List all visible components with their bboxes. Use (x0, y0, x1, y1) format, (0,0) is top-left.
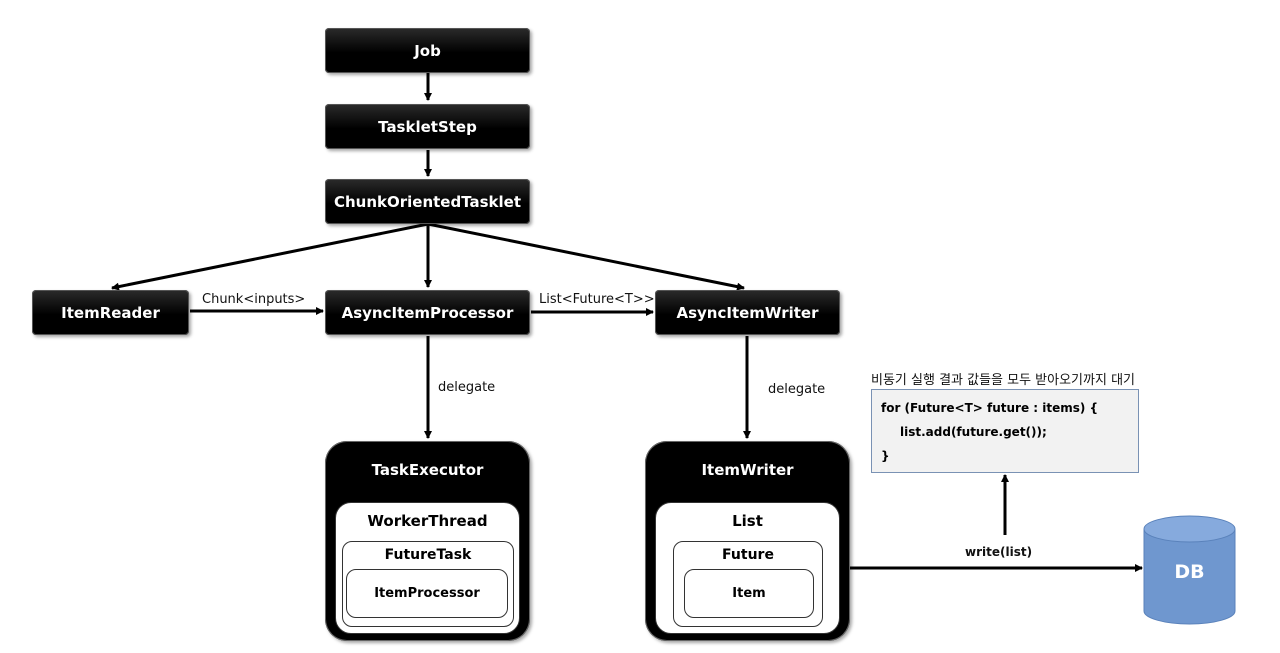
future-box: Future Item (673, 541, 823, 627)
code-line-1: for (Future<T> future : items) { (881, 401, 1099, 415)
worker-thread-box: WorkerThread FutureTask ItemProcessor (335, 502, 520, 634)
async-item-processor-label: AsyncItemProcessor (341, 303, 514, 322)
item-writer-title: ItemWriter (701, 461, 794, 479)
chunk-oriented-tasklet-box: ChunkOrientedTasklet (325, 179, 530, 224)
db-label: DB (1174, 561, 1205, 583)
future-task-label: FutureTask (384, 547, 472, 563)
chunk-inputs-label: Chunk<inputs> (202, 292, 306, 307)
delegate-left-label: delegate (438, 380, 496, 395)
code-line-2: list.add(future.get()); (900, 425, 1047, 439)
delegate-right-label: delegate (768, 382, 826, 397)
list-future-label: List<Future<T>> (539, 292, 655, 307)
item-reader-box: ItemReader (32, 290, 189, 335)
item-writer-container: ItemWriter List Future Item (645, 441, 850, 641)
taskletstep-box: TaskletStep (325, 104, 530, 149)
job-box: Job (325, 28, 530, 73)
code-line-3: } (881, 449, 890, 463)
taskletstep-label: TaskletStep (378, 117, 477, 136)
item-reader-label: ItemReader (61, 303, 160, 322)
future-task-box: FutureTask ItemProcessor (342, 541, 514, 627)
worker-thread-label: WorkerThread (367, 512, 488, 530)
note-caption: 비동기 실행 결과 값들을 모두 받아오기까지 대기 (871, 373, 1135, 388)
item-processor-label: ItemProcessor (374, 586, 480, 601)
db-cylinder: DB (1143, 515, 1236, 625)
code-box: for (Future<T> future : items) { list.ad… (871, 389, 1139, 473)
item-box: Item (684, 569, 814, 618)
async-item-writer-box: AsyncItemWriter (655, 290, 840, 335)
item-label: Item (732, 586, 766, 601)
database-icon (1143, 515, 1236, 625)
future-label: Future (722, 547, 774, 563)
task-executor-title: TaskExecutor (371, 461, 484, 479)
job-label: Job (414, 41, 441, 60)
chunk-oriented-tasklet-label: ChunkOrientedTasklet (333, 192, 522, 211)
task-executor-container: TaskExecutor WorkerThread FutureTask Ite… (325, 441, 530, 641)
async-item-processor-box: AsyncItemProcessor (325, 290, 530, 335)
async-item-writer-label: AsyncItemWriter (676, 303, 819, 322)
arrow-chunk-to-writer (427, 222, 745, 291)
list-box: List Future Item (655, 502, 840, 634)
item-processor-box: ItemProcessor (346, 569, 508, 618)
list-label: List (732, 512, 763, 530)
write-list-label: write(list) (965, 545, 1033, 559)
arrow-chunk-to-reader (111, 222, 429, 291)
